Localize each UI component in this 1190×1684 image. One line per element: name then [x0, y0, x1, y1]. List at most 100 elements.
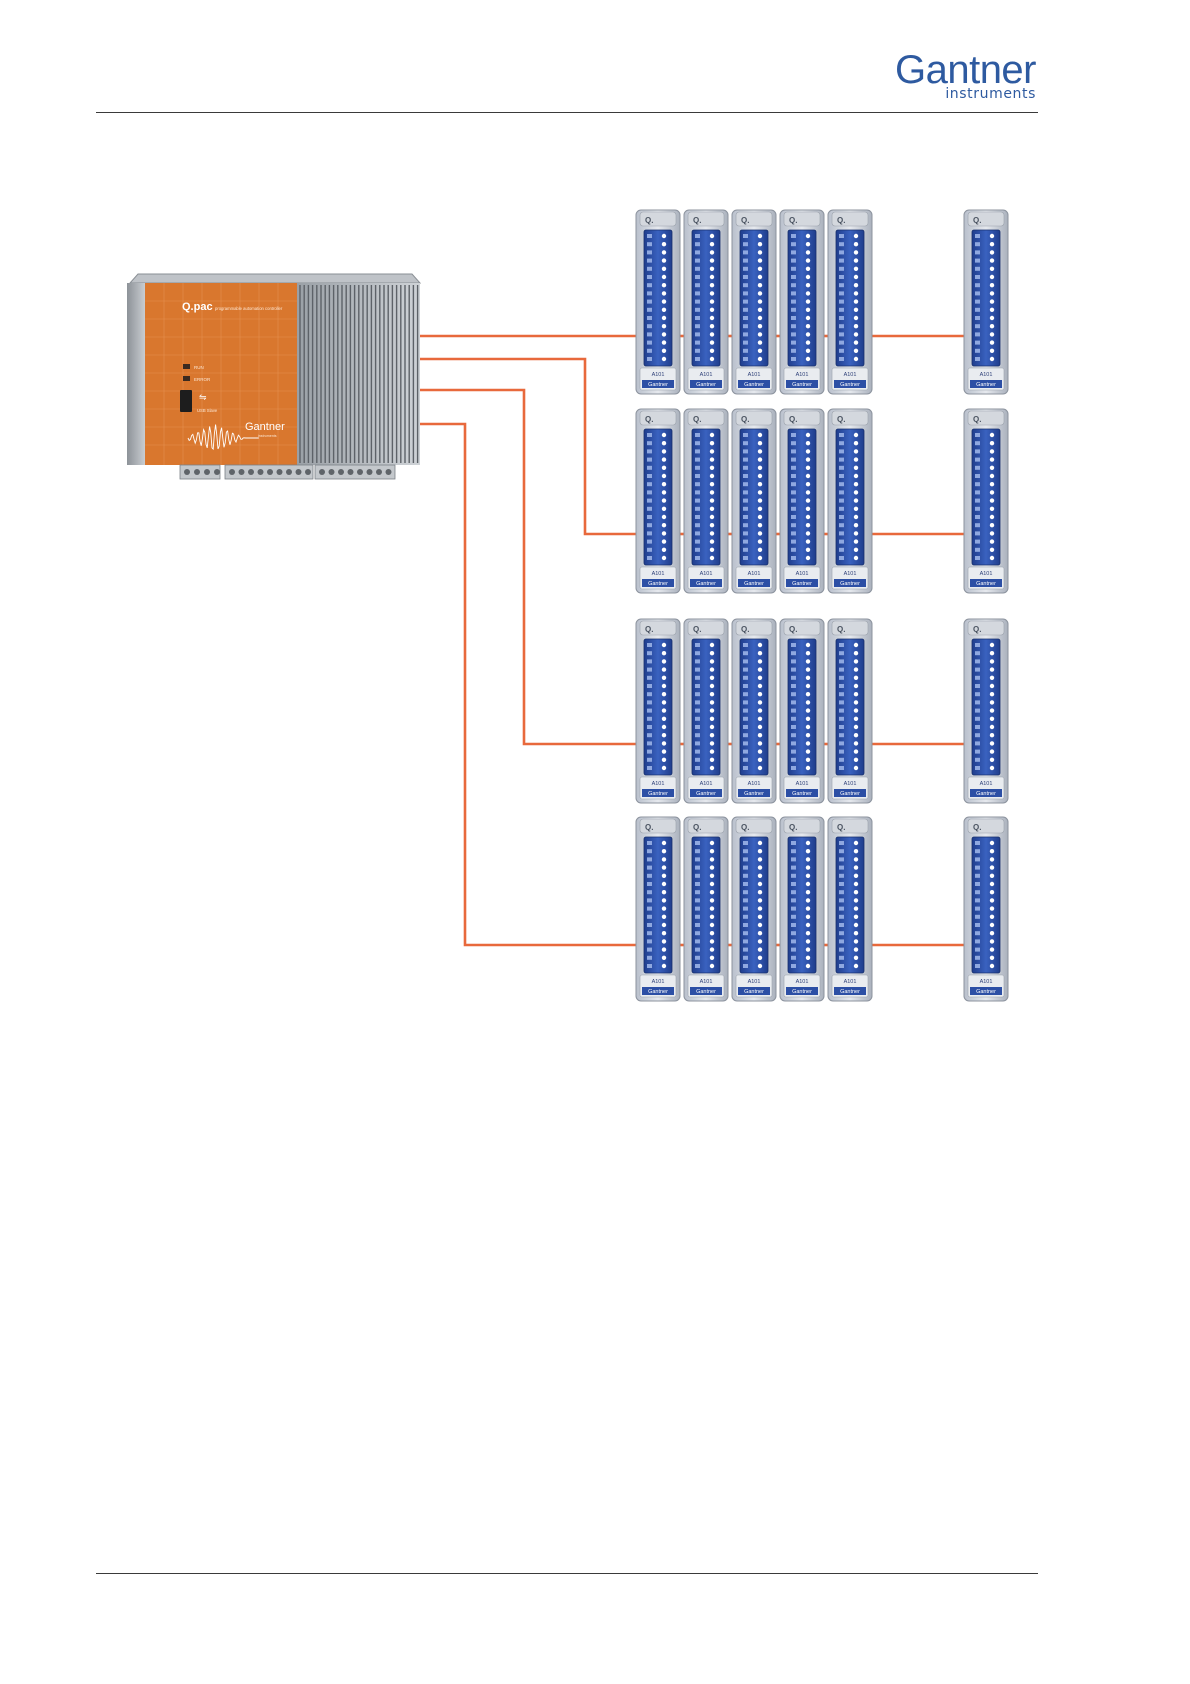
terminal-hole — [758, 939, 762, 943]
terminal-hole — [854, 717, 858, 721]
terminal-hole — [710, 433, 714, 437]
terminal-hole — [662, 275, 666, 279]
terminal-spring — [647, 332, 652, 336]
terminal-spring — [695, 956, 700, 960]
controller-maker-sub: instruments — [258, 434, 277, 438]
terminal-hole — [662, 882, 666, 886]
terminal-hole — [662, 507, 666, 511]
terminal-spring — [647, 341, 652, 345]
terminal-spring — [791, 956, 796, 960]
module-type: A101 — [700, 571, 713, 577]
terminal-hole — [854, 676, 858, 680]
terminal-spring — [647, 758, 652, 762]
terminal-spring — [743, 515, 748, 519]
terminal-spring — [975, 684, 980, 688]
terminal-hole — [806, 258, 810, 262]
terminal-hole — [990, 931, 994, 935]
terminal-spring — [695, 898, 700, 902]
module-type: A101 — [652, 372, 665, 378]
terminal-hole — [662, 692, 666, 696]
terminal-hole — [990, 700, 994, 704]
terminal-spring — [791, 515, 796, 519]
terminal-hole — [854, 299, 858, 303]
terminal-spring — [743, 725, 748, 729]
terminal-hole — [854, 700, 858, 704]
terminal-spring — [975, 676, 980, 680]
terminal-spring — [743, 499, 748, 503]
terminal-hole — [854, 433, 858, 437]
terminal-spring — [791, 482, 796, 486]
terminal-hole — [806, 466, 810, 470]
terminal-hole — [758, 548, 762, 552]
terminal-screw — [329, 469, 335, 475]
module-type: A101 — [748, 571, 761, 577]
terminal-hole — [806, 692, 810, 696]
module-brand: Q. — [789, 415, 797, 424]
terminal-hole — [990, 449, 994, 453]
terminal-spring — [695, 931, 700, 935]
module-type: A101 — [796, 571, 809, 577]
terminal-hole — [758, 898, 762, 902]
terminal-spring — [839, 242, 844, 246]
terminal-hole — [854, 490, 858, 494]
terminal-spring — [839, 882, 844, 886]
terminal-hole — [854, 474, 858, 478]
terminal-hole — [990, 498, 994, 502]
terminal-hole — [662, 523, 666, 527]
terminal-hole — [758, 357, 762, 361]
terminal-hole — [710, 242, 714, 246]
terminal-hole — [662, 947, 666, 951]
terminal-spring — [743, 332, 748, 336]
terminal-hole — [662, 717, 666, 721]
terminal-spring — [975, 717, 980, 721]
terminal-spring — [839, 349, 844, 353]
terminal-hole — [990, 643, 994, 647]
terminal-spring — [791, 531, 796, 535]
module-type: A101 — [844, 372, 857, 378]
terminal-hole — [758, 890, 762, 894]
terminal-spring — [791, 750, 796, 754]
terminal-hole — [806, 449, 810, 453]
terminal-spring — [791, 964, 796, 968]
terminal-spring — [791, 341, 796, 345]
terminal-spring — [791, 523, 796, 527]
terminal-spring — [695, 643, 700, 647]
terminal-spring — [695, 316, 700, 320]
terminal-spring — [791, 849, 796, 853]
terminal-spring — [975, 531, 980, 535]
terminal-spring — [791, 433, 796, 437]
terminal-hole — [662, 643, 666, 647]
terminal-screw — [229, 469, 235, 475]
module-type: A101 — [748, 781, 761, 787]
terminal-hole — [854, 242, 858, 246]
terminal-spring — [975, 466, 980, 470]
module-maker: Gantner — [648, 989, 668, 995]
terminal-hole — [990, 316, 994, 320]
terminal-spring — [647, 234, 652, 238]
module-type: A101 — [652, 979, 665, 985]
terminal-hole — [758, 283, 762, 287]
terminal-hole — [806, 291, 810, 295]
terminal-spring — [839, 234, 844, 238]
terminal-spring — [743, 291, 748, 295]
terminal-hole — [758, 291, 762, 295]
terminal-spring — [839, 741, 844, 745]
terminal-hole — [990, 865, 994, 869]
terminal-spring — [647, 857, 652, 861]
terminal-spring — [975, 275, 980, 279]
terminal-hole — [854, 308, 858, 312]
terminal-spring — [743, 540, 748, 544]
terminal-spring — [839, 540, 844, 544]
terminal-spring — [695, 725, 700, 729]
terminal-spring — [839, 692, 844, 696]
terminal-hole — [662, 299, 666, 303]
terminal-hole — [710, 882, 714, 886]
terminal-spring — [695, 741, 700, 745]
terminal-hole — [990, 482, 994, 486]
terminal-spring — [695, 866, 700, 870]
terminal-hole — [662, 258, 666, 262]
terminal-spring — [743, 259, 748, 263]
terminal-spring — [975, 866, 980, 870]
status-led-icon — [183, 376, 190, 381]
terminal-hole — [758, 684, 762, 688]
